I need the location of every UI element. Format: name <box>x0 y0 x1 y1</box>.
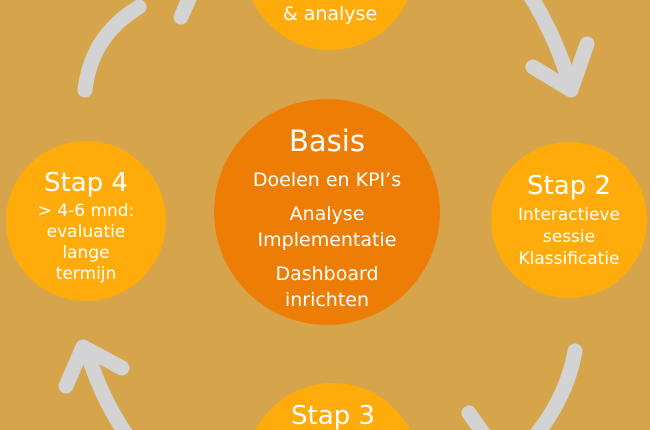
step-2-description: Interactieve sessie Klassificatie <box>518 204 620 270</box>
arrow-step2-to-step3-head <box>461 405 490 430</box>
step-3-circle: Stap 3 <box>246 383 420 430</box>
basis-group-goals: Doelen en KPI’s <box>253 167 401 193</box>
step-4-line-4: termijn <box>55 264 117 284</box>
arrow-step4-to-step1-shaft <box>77 0 147 98</box>
basis-group-dashboard: Dashboard inrichten <box>275 261 378 313</box>
arrow-step2-to-step3 <box>461 343 583 430</box>
step-4-line-1: > 4-6 mnd: <box>37 201 135 221</box>
step-2-line-1: Interactieve <box>517 205 621 225</box>
arrow-step4-to-step1 <box>77 0 197 98</box>
basis-title: Basis <box>289 124 365 158</box>
arrow-step3-to-step4 <box>58 339 133 430</box>
step-4-circle: Stap 4 > 4-6 mnd: evaluatie lange termij… <box>6 141 166 301</box>
step-3-title: Stap 3 <box>291 401 375 430</box>
basis-circle: Basis Doelen en KPI’s Analyse Implementa… <box>214 99 440 325</box>
arrow-step1-to-step2 <box>524 0 595 98</box>
step-2-line-2: sessie <box>542 227 596 247</box>
basis-line-1: Doelen en KPI’s <box>252 169 402 191</box>
step-4-title: Stap 4 <box>44 168 128 198</box>
basis-group-analysis: Analyse Implementatie <box>258 201 397 253</box>
arrow-step1-to-step2-shaft <box>524 0 579 96</box>
step-2-line-3: Klassificatie <box>518 249 620 269</box>
arrow-step3-to-step4-shaft <box>80 346 133 430</box>
basis-line-2: Analyse <box>289 203 365 225</box>
step-2-title: Stap 2 <box>527 171 611 201</box>
step-4-line-3: lange <box>62 243 110 263</box>
basis-line-3: Implementatie <box>257 229 397 251</box>
step-2-circle: Stap 2 Interactieve sessie Klassificatie <box>491 142 647 298</box>
step-4-line-2: evaluatie <box>46 222 126 242</box>
arrow-step4-to-step1-head <box>173 0 197 25</box>
arrow-step3-to-step4-head <box>58 339 130 394</box>
arrow-step1-to-step2-head <box>525 36 595 98</box>
arrow-step2-to-step3-shaft <box>530 343 583 430</box>
step-1-label: & analyse <box>282 3 378 25</box>
basis-line-4: Dashboard <box>275 263 379 285</box>
step-4-description: > 4-6 mnd: evaluatie lange termijn <box>38 201 135 285</box>
step-1-circle: & analyse <box>245 0 415 50</box>
basis-line-5: inrichten <box>284 289 370 311</box>
